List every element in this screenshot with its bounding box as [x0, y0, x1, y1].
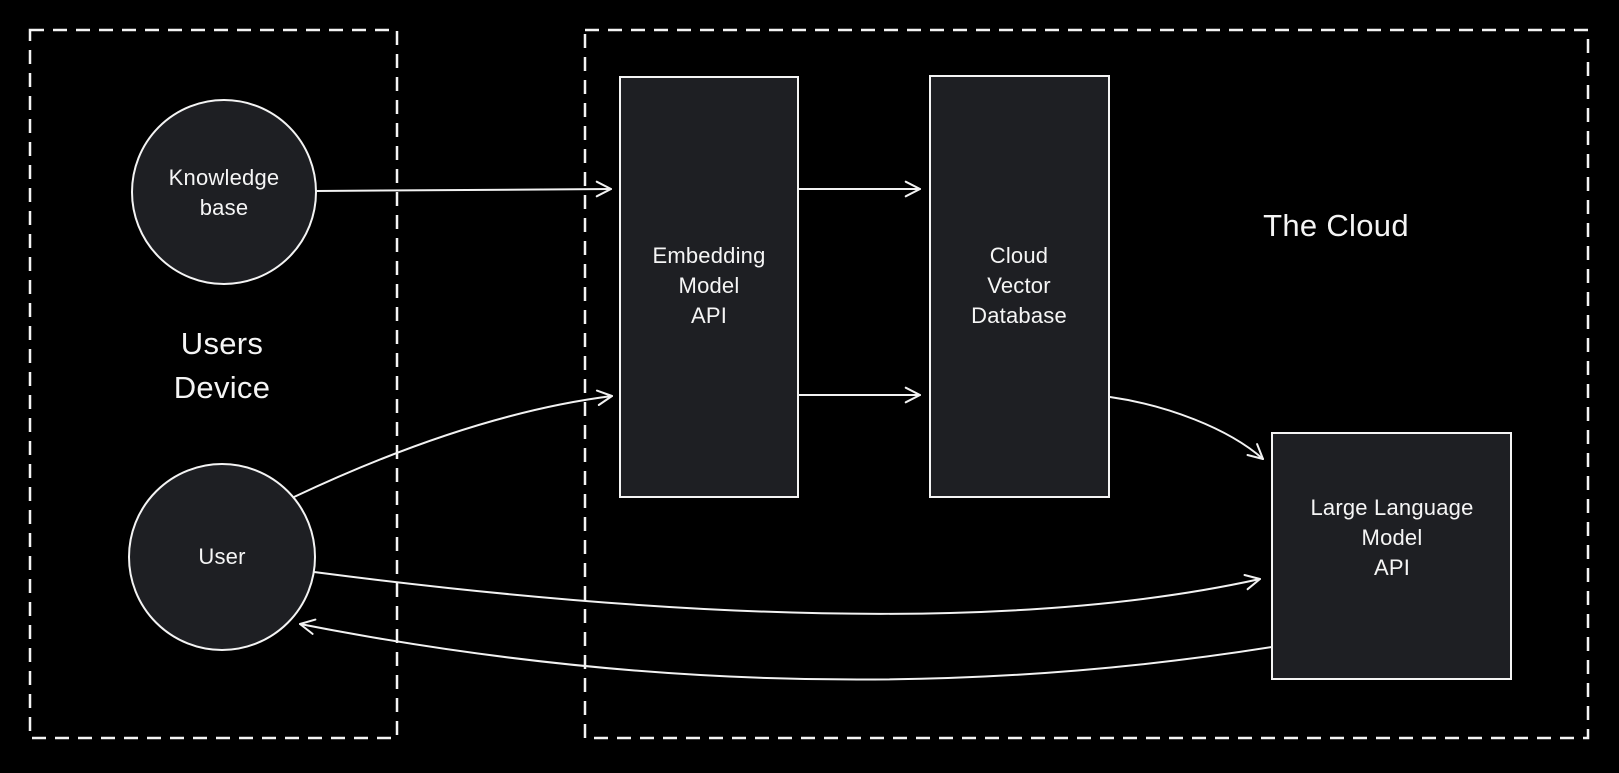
edge-knowledge-base-to-embedding	[315, 180, 612, 198]
cloud-vector-database-node	[929, 75, 1110, 498]
edge-llm-to-user	[299, 618, 1273, 681]
user-node	[128, 463, 316, 651]
users-device-zone-border	[28, 28, 399, 740]
knowledge-base-node	[131, 99, 317, 285]
edge-vector-db-to-llm	[1109, 396, 1264, 460]
edge-user-to-llm	[313, 571, 1261, 615]
edge-user-to-embedding	[293, 389, 613, 498]
embedding-model-api-node	[619, 76, 799, 498]
the-cloud-zone-border	[583, 28, 1590, 740]
edge-embedding-to-vector-db-top	[797, 180, 921, 198]
large-language-model-api-node	[1271, 432, 1512, 680]
edge-embedding-to-vector-db-bottom	[797, 386, 921, 404]
